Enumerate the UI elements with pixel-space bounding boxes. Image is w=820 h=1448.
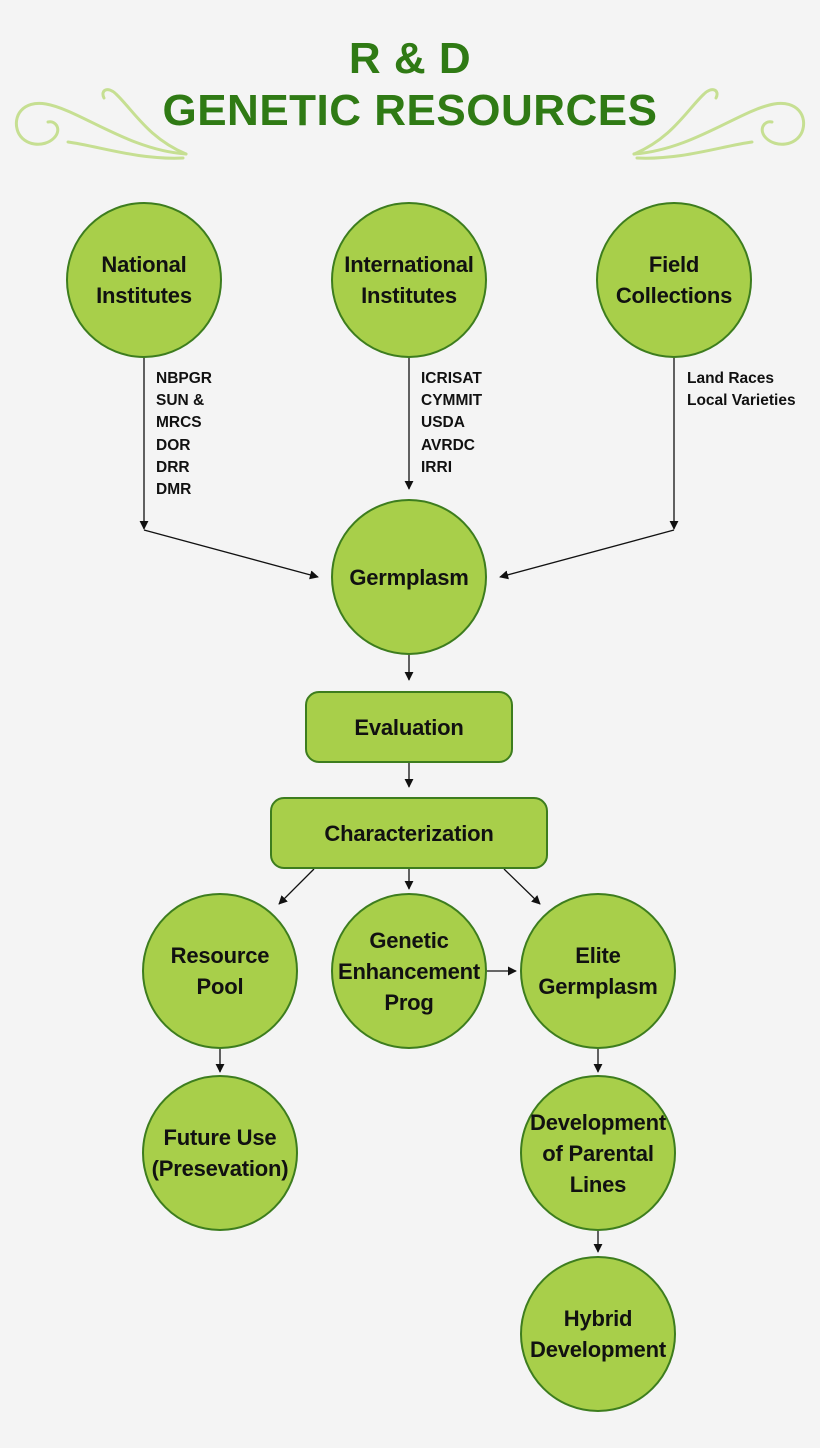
node-germplasm: Germplasm: [331, 499, 487, 655]
node-national-institutes: National Institutes: [66, 202, 222, 358]
arrow-national-to-germplasm: [143, 529, 319, 580]
node-hybrid-development: Hybrid Development: [520, 1256, 676, 1412]
list-field-collections: Land Races Local Varieties: [687, 370, 796, 410]
node-genetic-enhancement: Genetic Enhancement Prog: [331, 893, 487, 1049]
list-national-institutes: NBPGR SUN & MRCS DOR DRR DMR: [156, 370, 212, 499]
arrow-field-to-germplasm: [499, 529, 675, 580]
node-international-institutes: International Institutes: [331, 202, 487, 358]
node-characterization: Characterization: [270, 797, 548, 869]
arrow-characterization-to-elite: [503, 868, 541, 905]
flourish-left-icon: [15, 88, 188, 160]
title-line-2: GENETIC RESOURCES: [162, 86, 658, 135]
title-line-1: R & D: [348, 34, 472, 83]
arrow-characterization-to-resource-pool: [278, 868, 315, 905]
node-future-use: Future Use (Presevation): [142, 1075, 298, 1231]
node-field-collections: Field Collections: [596, 202, 752, 358]
list-international-institutes: ICRISAT CYMMIT USDA AVRDC IRRI: [421, 370, 483, 476]
node-resource-pool: Resource Pool: [142, 893, 298, 1049]
node-parental-lines: Development of Parental Lines: [520, 1075, 676, 1231]
flourish-right-icon: [632, 88, 805, 160]
node-elite-germplasm: Elite Germplasm: [520, 893, 676, 1049]
node-evaluation: Evaluation: [305, 691, 513, 763]
